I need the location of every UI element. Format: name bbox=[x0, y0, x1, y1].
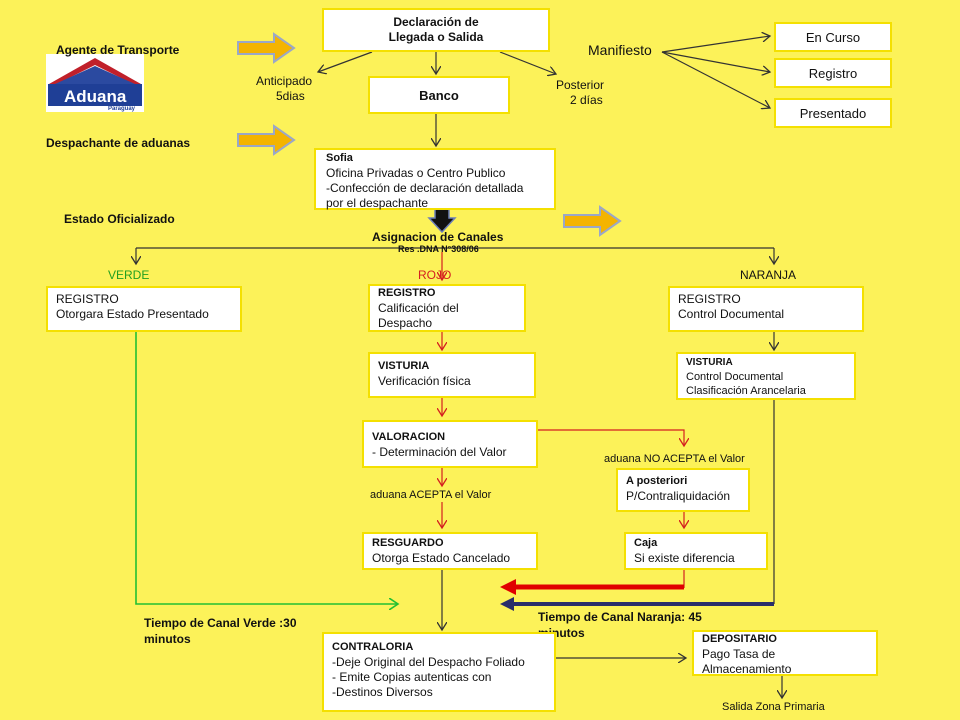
naranja-visturia-line-1: Control Documental bbox=[686, 371, 784, 383]
tiempo-verde-line-1: Tiempo de Canal Verde :30 bbox=[144, 616, 297, 630]
banco-label: Banco bbox=[419, 87, 459, 103]
declaracion-line-1: Declaración de bbox=[393, 15, 479, 29]
valoracion-line: - Determinación del Valor bbox=[372, 445, 507, 459]
naranja-registro-line: Control Documental bbox=[678, 307, 785, 321]
resguardo-box: RESGUARDO Otorga Estado Cancelado bbox=[362, 532, 538, 570]
resguardo-title: RESGUARDO bbox=[372, 537, 444, 549]
aposteriori-line: P/Contraliquidación bbox=[626, 489, 731, 503]
caja-title: Caja bbox=[634, 537, 658, 549]
arrow-posterior bbox=[499, 51, 556, 74]
logo-subtext: Paraguay bbox=[108, 106, 136, 112]
despachante-label: Despachante de aduanas bbox=[46, 136, 191, 150]
contraloria-line-1: -Deje Original del Despacho Foliado bbox=[332, 655, 525, 669]
rojo-visturia-title: VISTURIA bbox=[378, 360, 430, 372]
contraloria-line-3: -Destinos Diversos bbox=[332, 685, 433, 699]
black-down-arrow bbox=[427, 207, 457, 234]
arrow-en-curso bbox=[661, 36, 770, 53]
contraloria-box: CONTRALORIA -Deje Original del Despacho … bbox=[322, 632, 556, 712]
contraloria-line-2: - Emite Copias autenticas con bbox=[332, 670, 492, 684]
verde-registro-title: REGISTRO bbox=[56, 292, 119, 306]
channel-rojo: ROJO bbox=[418, 268, 452, 282]
manifiesto-presentado: Presentado bbox=[774, 98, 892, 128]
sofia-line-2: -Confección de declaración detallada bbox=[326, 181, 524, 195]
manifiesto-label: Manifiesto bbox=[588, 42, 652, 58]
aposteriori-box: A posteriori P/Contraliquidación bbox=[616, 468, 750, 512]
rojo-visturia-box: VISTURIA Verificación física bbox=[368, 352, 536, 398]
depositario-box: DEPOSITARIO Pago Tasa de Almacenamiento bbox=[692, 630, 878, 676]
sofia-box: Sofia Oficina Privadas o Centro Publico … bbox=[314, 148, 556, 210]
arrow-presentado bbox=[661, 51, 770, 108]
verde-registro-box: REGISTRO Otorgara Estado Presentado bbox=[46, 286, 242, 332]
tiempo-naranja-line-1: Tiempo de Canal Naranja: 45 bbox=[538, 610, 702, 624]
verde-time-line bbox=[135, 332, 398, 604]
registro-state-label: Registro bbox=[808, 65, 858, 81]
channel-naranja: NARANJA bbox=[740, 268, 797, 282]
acepta-label: aduana ACEPTA el Valor bbox=[370, 489, 492, 501]
no-acepta-label: aduana NO ACEPTA el Valor bbox=[604, 453, 745, 465]
rojo-registro-line-1: Calificación del bbox=[378, 301, 459, 315]
caja-line: Si existe diferencia bbox=[634, 551, 735, 565]
navy-time-arrow bbox=[500, 597, 514, 611]
red-return-arrow bbox=[500, 579, 516, 595]
arrow-registro bbox=[661, 51, 770, 72]
block-arrow-despachante bbox=[237, 124, 296, 156]
salida-label: Salida Zona Primaria bbox=[722, 701, 825, 713]
arrow-no-acepta bbox=[538, 429, 684, 446]
naranja-visturia-line-2: Clasificación Arancelaria bbox=[686, 385, 806, 397]
tiempo-verde-line-2: minutos bbox=[144, 632, 191, 646]
naranja-registro-title: REGISTRO bbox=[678, 292, 741, 306]
asignacion-title: Asignacion de Canales bbox=[372, 230, 504, 244]
declaracion-line-2: Llegada o Salida bbox=[388, 30, 484, 44]
presentado-label: Presentado bbox=[799, 105, 867, 121]
sofia-line-3: por el despachante bbox=[326, 196, 429, 210]
sofia-line-1: Oficina Privadas o Centro Publico bbox=[326, 166, 506, 180]
naranja-registro-box: REGISTRO Control Documental bbox=[668, 286, 864, 332]
posterior-days: 2 días bbox=[570, 93, 603, 107]
declaracion-box: Declaración de Llegada o Salida bbox=[322, 8, 550, 52]
manifiesto-en-curso: En Curso bbox=[774, 22, 892, 52]
caja-box: Caja Si existe diferencia bbox=[624, 532, 768, 570]
aduana-logo: Aduana Paraguay bbox=[46, 54, 144, 112]
aduana-logo-graphic bbox=[48, 58, 142, 106]
logo-text: Aduana bbox=[64, 87, 127, 106]
anticipado-label: Anticipado bbox=[256, 74, 313, 88]
valoracion-title: VALORACION bbox=[372, 431, 446, 443]
rojo-visturia-line: Verificación física bbox=[378, 374, 471, 388]
rojo-registro-title: REGISTRO bbox=[378, 287, 436, 299]
en-curso-label: En Curso bbox=[805, 29, 861, 45]
estado-label: Estado Oficializado bbox=[64, 212, 175, 226]
asignacion-sub: Res .DNA N°308/06 bbox=[398, 244, 479, 254]
arrow-anticipado bbox=[318, 51, 373, 72]
depositario-title: DEPOSITARIO bbox=[702, 633, 777, 645]
rojo-registro-line-2: Despacho bbox=[378, 316, 433, 330]
depositario-line-2: Almacenamiento bbox=[702, 662, 792, 676]
resguardo-line: Otorga Estado Cancelado bbox=[372, 551, 511, 565]
naranja-visturia-title: VISTURIA bbox=[686, 357, 733, 368]
naranja-visturia-box: VISTURIA Control Documental Clasificació… bbox=[676, 352, 856, 400]
anticipado-days: 5dias bbox=[276, 89, 305, 103]
block-arrow-agente bbox=[237, 32, 296, 64]
banco-box: Banco bbox=[368, 76, 510, 114]
manifiesto-registro: Registro bbox=[774, 58, 892, 88]
rojo-registro-box: REGISTRO Calificación del Despacho bbox=[368, 284, 526, 332]
aposteriori-title: A posteriori bbox=[626, 475, 688, 487]
channel-verde: VERDE bbox=[108, 268, 150, 282]
posterior-label: Posterior bbox=[556, 78, 605, 92]
depositario-line-1: Pago Tasa de bbox=[702, 647, 776, 661]
verde-registro-line: Otorgara Estado Presentado bbox=[56, 307, 209, 321]
agente-label: Agente de Transporte bbox=[56, 43, 180, 57]
contraloria-title: CONTRALORIA bbox=[332, 641, 414, 653]
block-arrow-estado bbox=[563, 205, 622, 237]
sofia-title: Sofia bbox=[326, 152, 353, 164]
valoracion-box: VALORACION - Determinación del Valor bbox=[362, 420, 538, 468]
